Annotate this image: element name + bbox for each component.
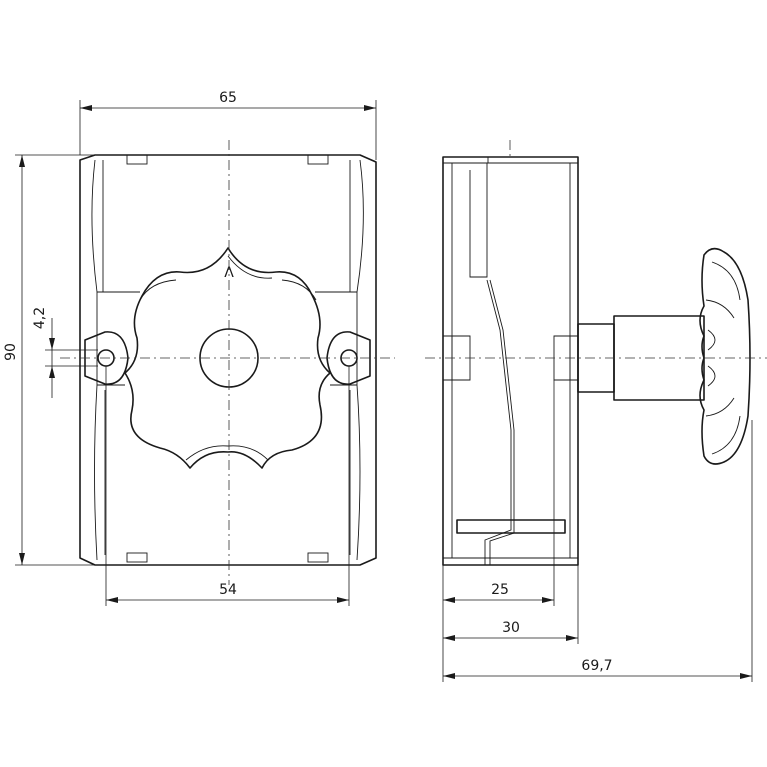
bottom-clip-left bbox=[126, 552, 148, 563]
dim-text-25: 25 bbox=[491, 582, 509, 598]
top-clip-left bbox=[126, 154, 148, 165]
internal-linkage bbox=[484, 279, 512, 565]
knob-arrow-mark: Λ bbox=[224, 265, 234, 281]
front-view: Λ bbox=[60, 140, 395, 585]
dim-text-65: 65 bbox=[219, 90, 237, 106]
internal-plate bbox=[456, 519, 566, 534]
star-knob bbox=[124, 247, 331, 469]
side-view bbox=[425, 140, 767, 566]
front-right-rail bbox=[356, 159, 364, 561]
dim-text-69-7: 69,7 bbox=[581, 658, 612, 674]
t-handle bbox=[699, 247, 751, 465]
dim-text-30: 30 bbox=[502, 620, 520, 636]
dim-text-54: 54 bbox=[219, 582, 237, 598]
front-housing-outline bbox=[79, 154, 377, 566]
side-body-outline bbox=[442, 156, 579, 566]
front-left-rail bbox=[91, 159, 98, 561]
dim-text-90: 90 bbox=[3, 343, 19, 361]
bottom-clip-right bbox=[307, 552, 329, 563]
top-clip-right bbox=[307, 154, 329, 165]
dimensions: 65 90 4,2 54 25 30 69,7 bbox=[3, 90, 753, 682]
dim-text-4-2: 4,2 bbox=[32, 307, 48, 329]
